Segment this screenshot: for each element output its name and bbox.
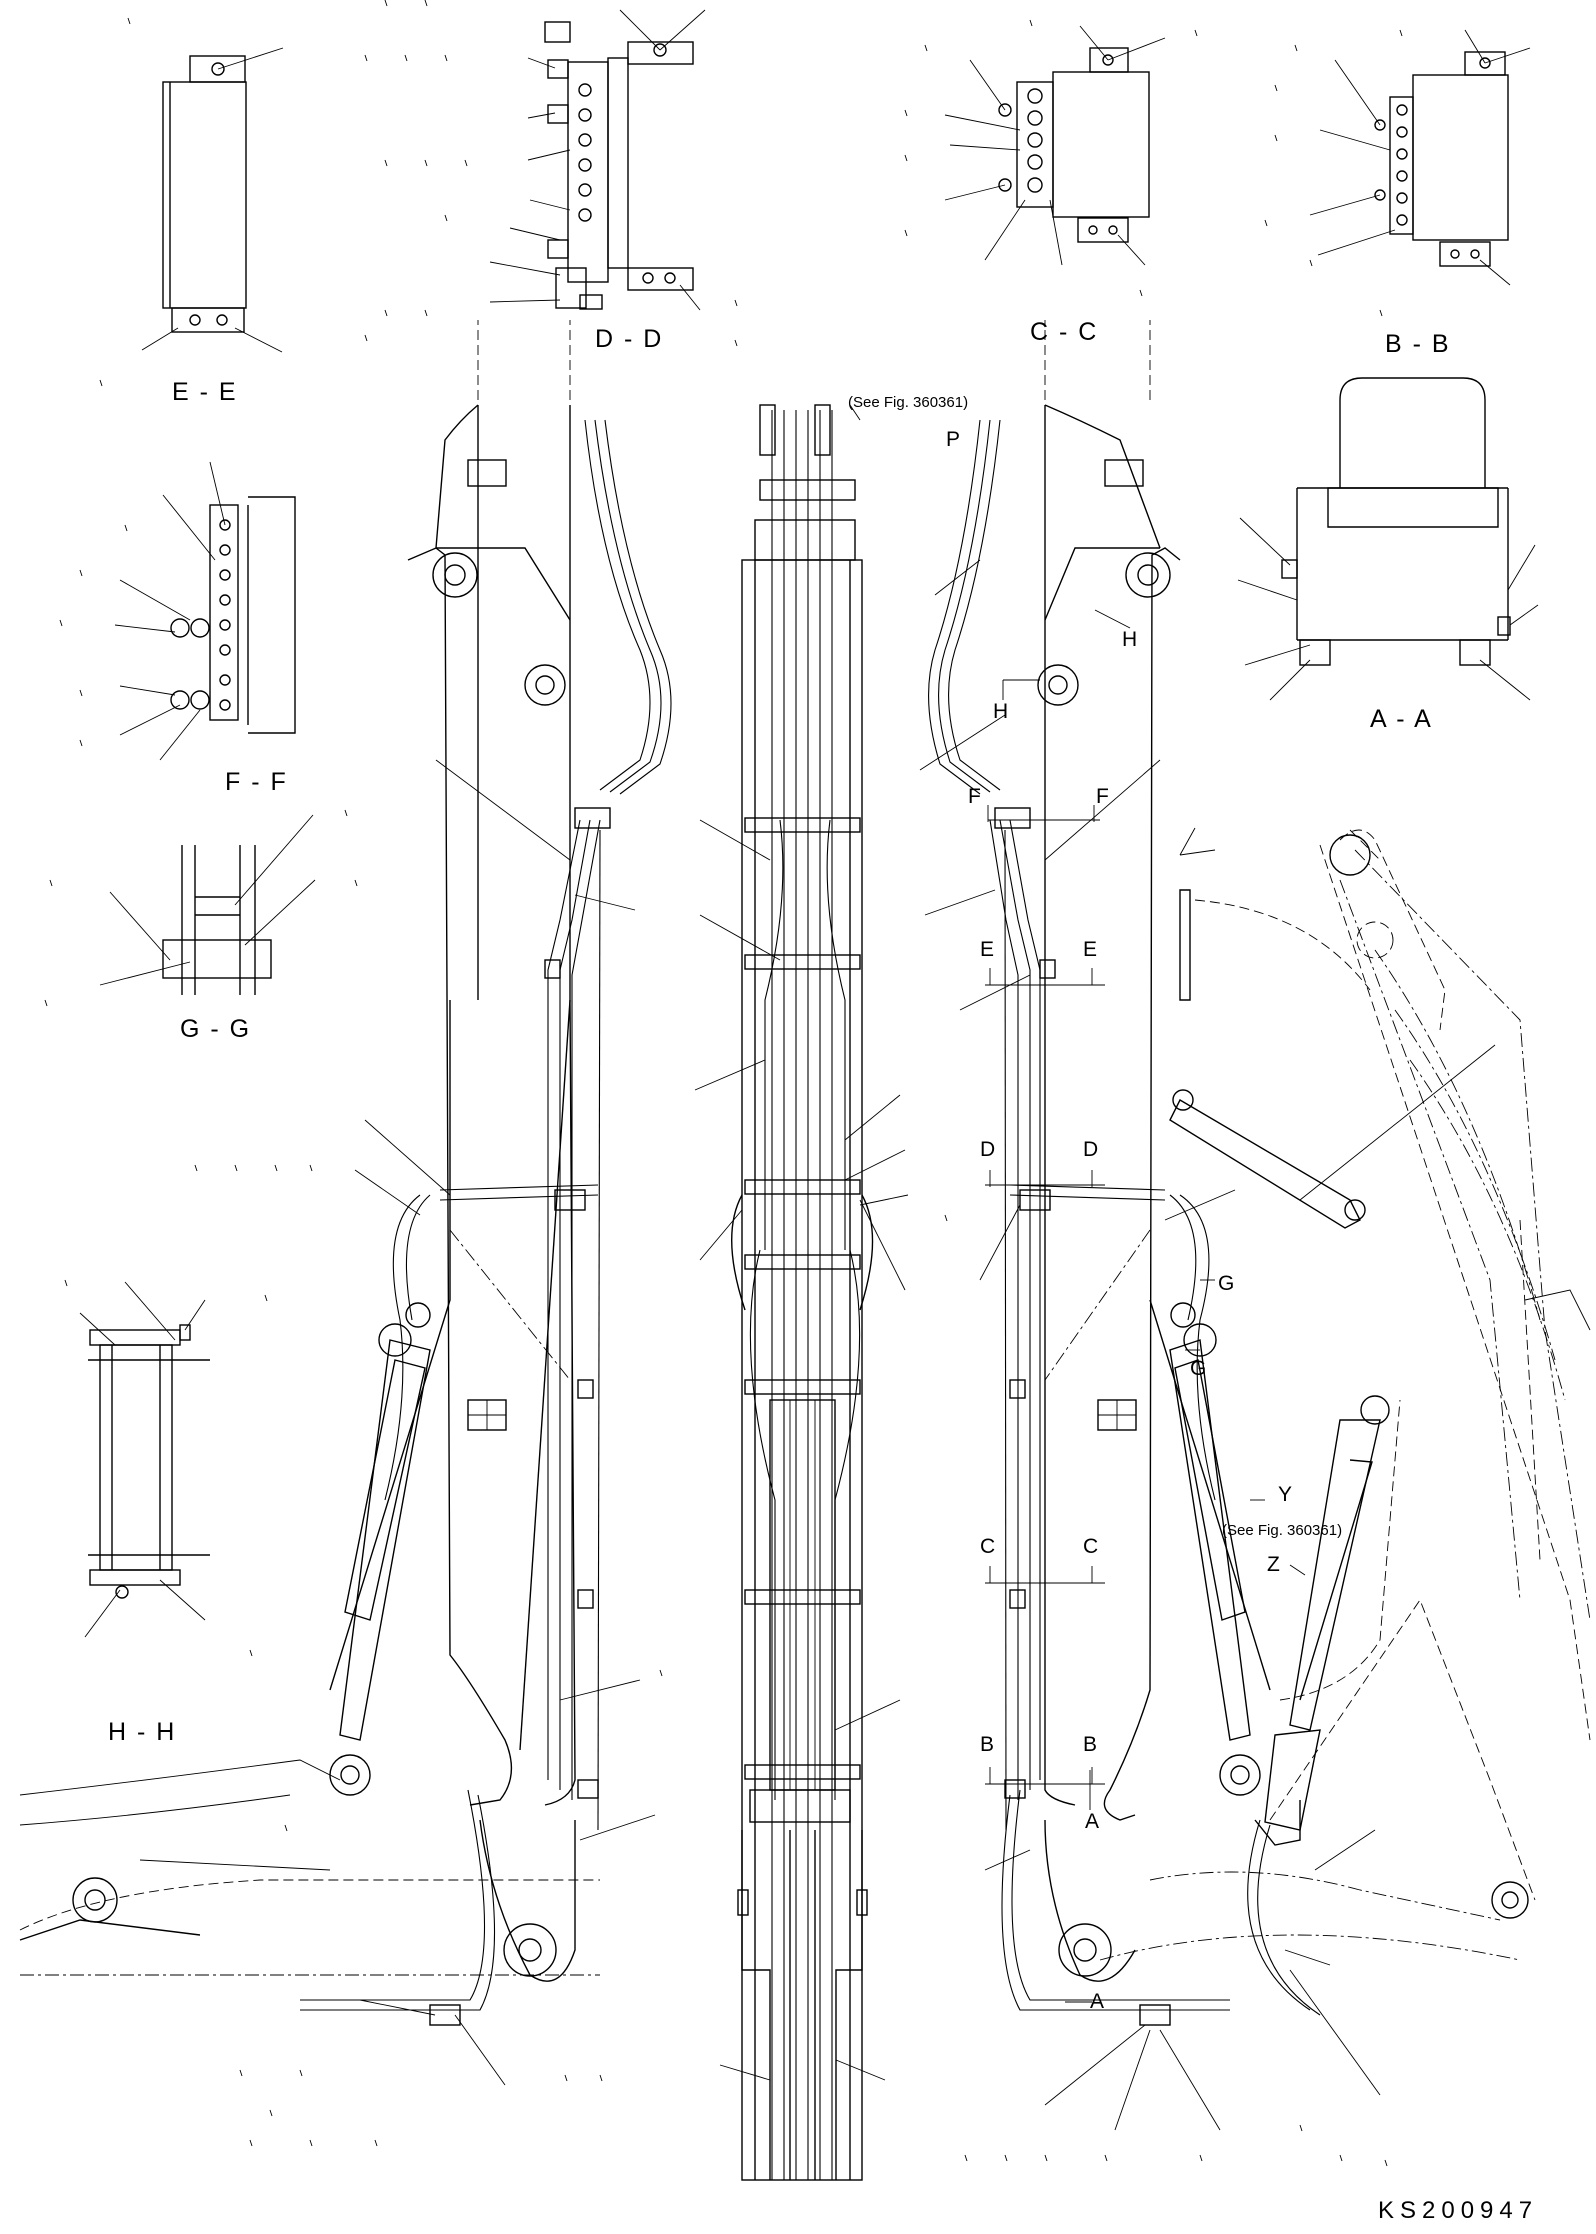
drawing-code: KS200947	[1378, 2197, 1539, 2224]
section-view-dd	[489, 9, 706, 311]
section-label-cc: C - C	[1030, 318, 1099, 346]
section-view-gg	[99, 814, 316, 995]
section-view-ee	[141, 47, 284, 353]
section-view-bb	[1309, 29, 1531, 286]
marker-p: P	[946, 428, 961, 451]
section-label-gg: G - G	[180, 1015, 252, 1043]
marker-y: Y	[1278, 1483, 1293, 1506]
section-label-ee: E - E	[172, 378, 238, 406]
marker-f-left: F	[968, 785, 981, 808]
marker-c-left: C	[980, 1535, 996, 1558]
section-label-dd: D - D	[595, 325, 664, 353]
section-view-hh	[79, 1281, 210, 1638]
marker-g-lower: G	[1190, 1357, 1207, 1380]
section-label-ff: F - F	[225, 768, 288, 796]
marker-e-left: E	[980, 938, 995, 961]
marker-a-lower: A	[1090, 1990, 1105, 2013]
section-cut-marks	[985, 609, 1306, 2003]
arm-attachment-view	[1099, 829, 1591, 2096]
marker-c-right: C	[1083, 1535, 1099, 1558]
section-label-bb: B - B	[1385, 330, 1451, 358]
marker-a-upper: A	[1085, 1810, 1100, 1833]
marker-g-upper: G	[1218, 1272, 1235, 1295]
marker-d-right: D	[1083, 1138, 1099, 1161]
figure-reference-top: (See Fig. 360361)	[848, 394, 969, 411]
marker-d-left: D	[980, 1138, 996, 1161]
marker-h-lower: H	[993, 700, 1009, 723]
boom-left-view	[19, 320, 672, 2086]
item-tick-marks	[44, 0, 1403, 2167]
marker-f-right: F	[1096, 785, 1109, 808]
marker-h-upper: H	[1122, 628, 1138, 651]
boom-top-view	[694, 404, 909, 2181]
section-label-hh: H - H	[108, 1718, 177, 1746]
marker-b-right: B	[1083, 1733, 1098, 1756]
section-view-aa	[1237, 377, 1539, 701]
marker-b-left: B	[980, 1733, 995, 1756]
section-view-ff	[114, 461, 296, 761]
figure-reference-mid: (See Fig. 360361)	[1222, 1522, 1343, 1539]
marker-z: Z	[1267, 1553, 1280, 1576]
boom-right-view	[919, 320, 1496, 2131]
section-label-aa: A - A	[1370, 705, 1433, 733]
section-view-cc	[944, 25, 1166, 266]
marker-e-right: E	[1083, 938, 1098, 961]
